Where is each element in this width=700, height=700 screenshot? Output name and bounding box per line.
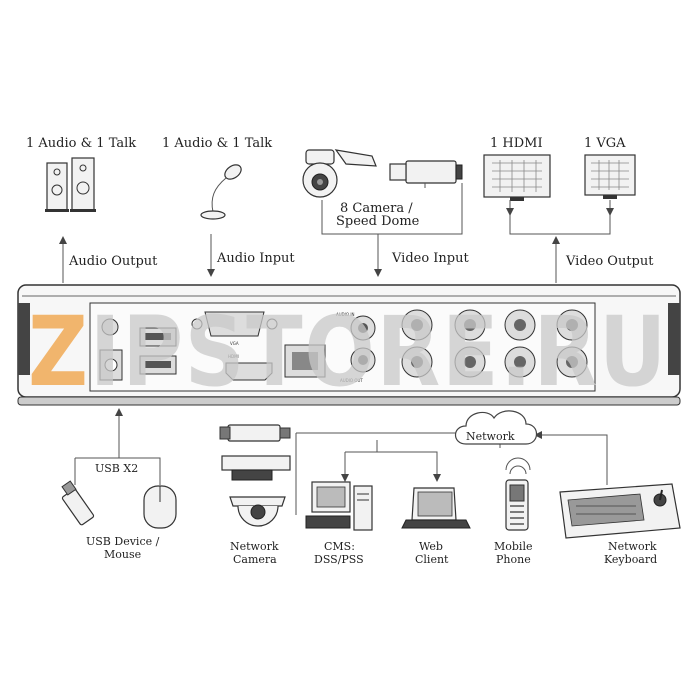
label-cms-line1: CMS:	[324, 540, 355, 553]
watermark-letter: E	[442, 296, 500, 408]
monitor-icon	[483, 154, 551, 201]
label-network-camera-line2: Camera	[233, 553, 277, 566]
ptz-keyboard-icon	[559, 483, 681, 539]
watermark-letter: .	[500, 296, 533, 408]
vga-port	[204, 311, 265, 337]
bnc-video-inputs	[401, 309, 588, 378]
label-usb-x2: USB X2	[95, 462, 138, 475]
label-camera-line1: 8 Camera /	[340, 201, 413, 216]
label-camera-line2: Speed Dome	[336, 214, 420, 229]
laptop-icon	[401, 487, 471, 529]
label-usb-device-line1: USB Device /	[86, 535, 160, 548]
label-network-keyboard-line1: Network	[608, 540, 657, 553]
label-audio-input: Audio Input	[216, 251, 295, 266]
panel-label-hdmi: HDMI	[228, 354, 239, 359]
label-audio-talk-right: 1 Audio & 1 Talk	[162, 136, 272, 151]
label-network-keyboard-line2: Keyboard	[604, 553, 657, 566]
mobile-phone-icon	[505, 457, 531, 531]
dvr-rear-panel: VGA HDMI AUDIO IN AUDIO OUT	[17, 284, 681, 406]
mouse-icon	[143, 485, 177, 529]
speaker-icon	[45, 157, 96, 212]
ip-camera-icon	[219, 424, 291, 442]
label-cms-line2: DSS/PSS	[314, 553, 364, 566]
ground-terminal	[101, 318, 119, 336]
watermark: ZIPSTORE.RU	[28, 296, 668, 408]
watermark-letter: U	[599, 296, 668, 408]
ip-camera-icon	[229, 496, 286, 527]
label-web-client-line1: Web	[419, 540, 443, 553]
label-audio-output: Audio Output	[68, 254, 158, 269]
watermark-letter: R	[377, 296, 443, 408]
label-audio-talk-left: 1 Audio & 1 Talk	[26, 136, 136, 151]
label-video-output: Video Output	[565, 254, 654, 269]
label-network-camera-line1: Network	[230, 540, 279, 553]
usb-flash-icon	[61, 480, 95, 526]
microphone-icon	[200, 164, 242, 220]
cloud-icon: Network	[454, 410, 538, 445]
bullet-camera-icon	[389, 160, 463, 188]
label-hdmi: 1 HDMI	[490, 136, 543, 151]
label-network: Network	[466, 430, 515, 443]
panel-label-vga: VGA	[230, 341, 239, 346]
label-mobile-phone-line2: Phone	[496, 553, 531, 566]
watermark-letter: Z	[28, 296, 90, 408]
ip-camera-icon	[221, 455, 291, 481]
monitor-icon	[584, 154, 636, 199]
label-vga: 1 VGA	[584, 136, 626, 151]
panel-label-audio-in: AUDIO IN	[336, 312, 355, 317]
watermark-letter: I	[90, 296, 123, 408]
label-mobile-phone-line1: Mobile	[494, 540, 532, 553]
label-video-input: Video Input	[391, 251, 469, 266]
watermark-text: ZIPSTORE.RU	[28, 296, 668, 408]
desktop-pc-icon	[305, 481, 373, 531]
hdmi-port	[225, 362, 273, 381]
watermark-letter: T	[246, 296, 304, 408]
watermark-letter: O	[304, 296, 376, 408]
label-web-client-line2: Client	[415, 553, 449, 566]
speed-dome-icon	[302, 149, 377, 198]
watermark-letter: R	[534, 296, 600, 408]
watermark-letter: P	[122, 296, 184, 408]
panel-label-audio-out: AUDIO OUT	[340, 378, 363, 383]
watermark-letter: S	[185, 296, 246, 408]
label-usb-device-line2: Mouse	[104, 548, 141, 561]
